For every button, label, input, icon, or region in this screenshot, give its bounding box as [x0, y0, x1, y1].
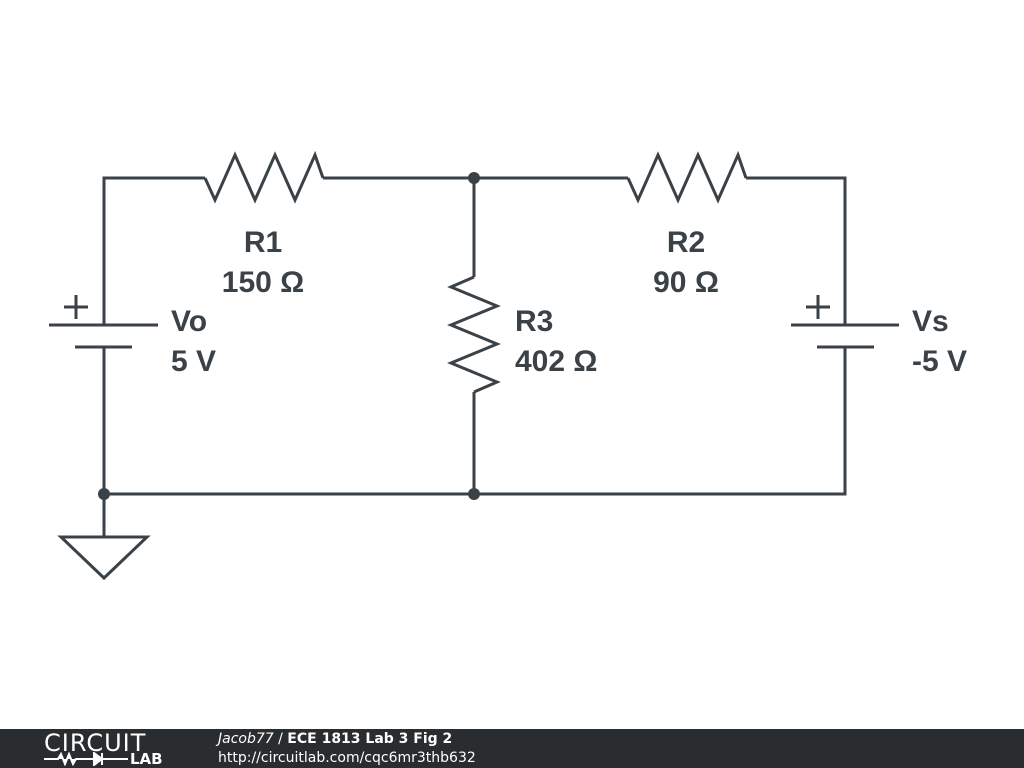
battery-vs-plus-sign	[806, 295, 830, 319]
node-bottom-left	[98, 488, 110, 500]
footer-title-line: Jacob77 / ECE 1813 Lab 3 Fig 2	[218, 731, 452, 747]
node-top-middle	[468, 172, 480, 184]
r2-name-label: R2	[667, 226, 705, 259]
title-separator: /	[278, 731, 283, 747]
resistor-r1	[203, 150, 325, 204]
resistor-r3	[447, 275, 501, 394]
footer-bar	[0, 729, 1024, 768]
r2-value-label: 90 Ω	[653, 266, 719, 299]
vo-name-label: Vo	[171, 305, 207, 338]
circuitlab-logo-text[interactable]: CIRCUIT	[44, 729, 147, 757]
circuitlab-logo-resistor-icon	[44, 752, 128, 766]
battery-vo-plus-sign	[64, 295, 88, 319]
r3-value-label: 402 Ω	[515, 345, 597, 378]
r1-name-label: R1	[244, 226, 282, 259]
vs-value-label: -5 V	[912, 345, 967, 378]
resistor-r2	[626, 150, 748, 204]
author-link[interactable]: Jacob77	[218, 731, 274, 747]
schematic-url-link[interactable]: http://circuitlab.com/cqc6mr3thb632	[218, 750, 476, 766]
wire-top-right	[746, 176, 847, 325]
r3-name-label: R3	[515, 305, 553, 338]
ground-symbol	[57, 535, 151, 581]
vo-value-label: 5 V	[171, 345, 216, 378]
vs-name-label: Vs	[912, 305, 949, 338]
circuitlab-logo-lab-text: LAB	[130, 750, 163, 768]
wire-top-left	[102, 176, 205, 325]
r1-value-label: 150 Ω	[222, 266, 304, 299]
node-bottom-middle	[468, 488, 480, 500]
schematic-title[interactable]: ECE 1813 Lab 3 Fig 2	[287, 731, 453, 747]
